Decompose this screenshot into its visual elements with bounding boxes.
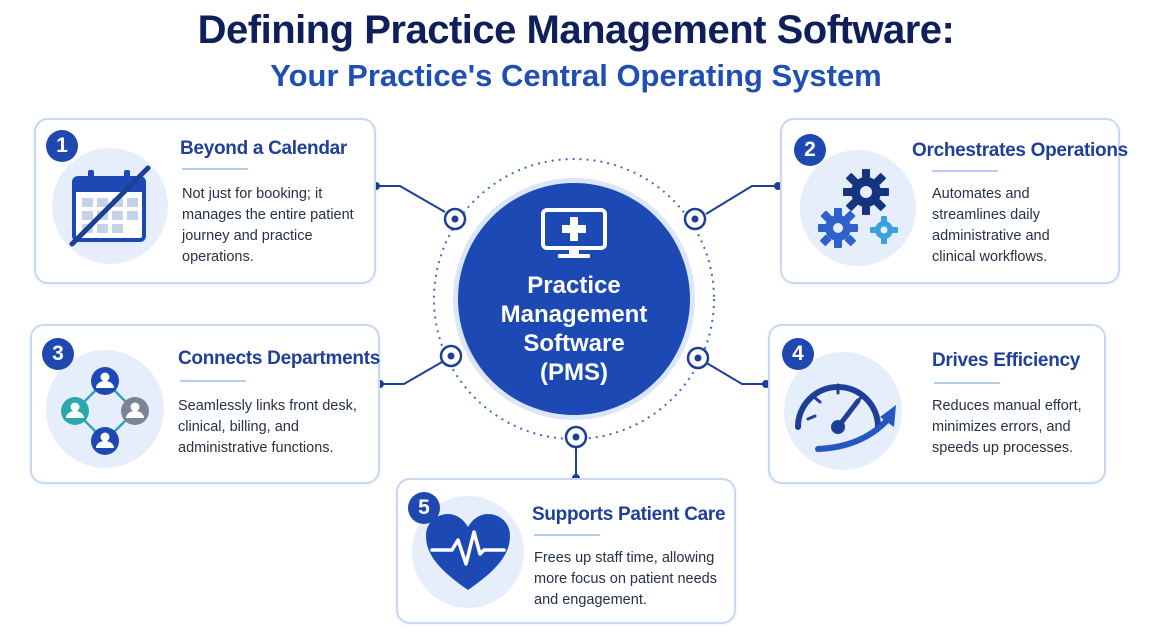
orbit-nodes <box>439 207 710 449</box>
card-4-description: Reduces manual effort, minimizes errors,… <box>932 398 1082 456</box>
card-drives-efficiency: 4 Drives Efficiency Reduces manual effor… <box>768 324 1106 484</box>
connector-card-2 <box>705 185 778 215</box>
card-5-title: Supports Patient Care <box>532 504 726 525</box>
pms-hub: Practice Management Software (PMS) <box>458 183 690 415</box>
card-1-number: 1 <box>46 130 78 162</box>
card-connects-departments: 3 Connects Departments Seamlessly links … <box>30 324 380 484</box>
card-2-divider <box>932 170 998 172</box>
orbit-ring <box>433 158 715 440</box>
card-5-number: 5 <box>408 492 440 524</box>
card-beyond-calendar: 1 Beyond a Calendar Not just for booking… <box>34 118 376 284</box>
card-1-title: Beyond a Calendar <box>180 138 348 159</box>
heart-pulse-icon <box>426 514 510 590</box>
card-3-number: 3 <box>42 338 74 370</box>
card-4-icon-bg <box>784 352 902 470</box>
card-4-divider <box>934 382 1000 384</box>
card-5-description: Frees up staff time, allowing more focus… <box>534 550 717 608</box>
card-3-icon-bg <box>46 350 164 468</box>
card-2-description: Automates and streamlines daily administ… <box>932 186 1050 265</box>
card-2-title: Orchestrates Operations <box>912 140 1128 161</box>
connector-card-4 <box>704 361 766 385</box>
card-supports-patient-care: 5 Supports Patient Care Frees up staff t… <box>396 478 736 624</box>
monitor-medical-cross-icon <box>541 208 607 258</box>
card-3-divider <box>180 380 246 382</box>
page-subtitle: Your Practice's Central Operating System <box>270 58 882 93</box>
card-3-description: Seamlessly links front desk, clinical, b… <box>178 398 357 456</box>
speedometer-icon <box>795 383 896 452</box>
card-1-description: Not just for booking; it manages the ent… <box>182 186 354 265</box>
card-4-title: Drives Efficiency <box>932 350 1081 371</box>
card-2-icon-bg <box>800 150 916 266</box>
people-network-icon <box>61 367 149 455</box>
connector-card-3 <box>380 361 443 385</box>
crossed-calendar-icon <box>69 165 151 247</box>
card-1-divider <box>182 168 248 170</box>
card-3-title: Connects Departments <box>178 348 380 369</box>
card-orchestrates-operations: 2 Orchestrates Operations Automates and … <box>780 118 1128 284</box>
card-4-number: 4 <box>782 338 814 370</box>
card-1-icon-bg <box>52 148 168 264</box>
card-5-divider <box>534 534 600 536</box>
hub-label: Practice Management Software (PMS) <box>500 272 648 386</box>
connector-card-1 <box>376 185 446 213</box>
gears-icon <box>818 169 898 248</box>
card-2-number: 2 <box>794 134 826 166</box>
page-title: Defining Practice Management Software: <box>197 8 955 52</box>
